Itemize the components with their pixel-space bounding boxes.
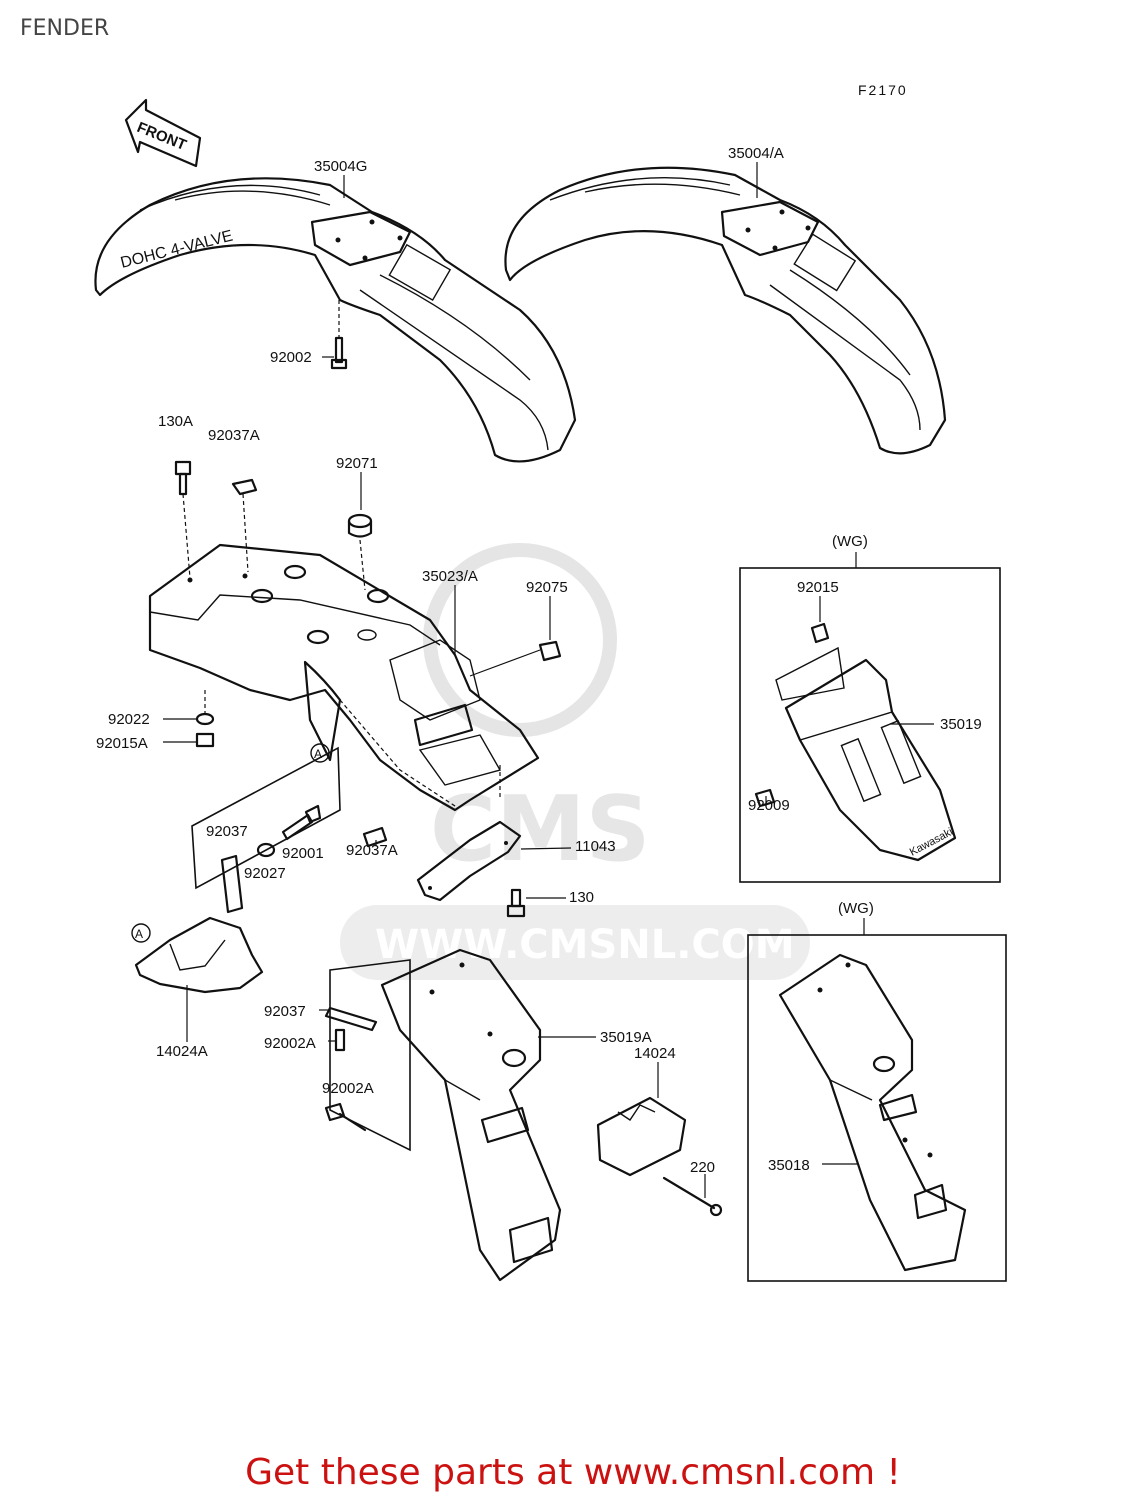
label-14024a: 14024A [156,1043,208,1060]
bolt-92002a-upper [334,1028,346,1052]
part-labels: 35004G 35004/A 92002 130A 92037A 92071 3… [96,145,982,1176]
label-14024: 14024 [634,1045,676,1062]
label-92022: 92022 [108,711,150,728]
marker-a-top: A [310,743,330,763]
label-92002a-upper: 92002A [264,1035,316,1052]
label-130a: 130A [158,413,193,430]
footer-link[interactable]: Get these parts at www.cmsnl.com ! [245,1452,901,1493]
watermark-banner [340,905,810,980]
page-title: FENDER [20,16,110,41]
collar-92027 [256,842,276,858]
collar-92037a-lower [362,826,388,848]
nut-92037a [231,478,258,573]
grommet-92071 [347,513,373,591]
label-130: 130 [569,889,594,906]
label-11043: 11043 [575,838,616,855]
bolt-92001 [281,804,322,841]
washer-92022 [195,690,215,726]
watermark: CMS WWW.CMSNL.COM [340,543,810,980]
label-35004a: 35004/A [728,145,784,162]
variant-box-wg-2: (WG) [747,900,1007,1282]
front-arrow-label: FRONT [135,119,189,154]
label-92037-lower: 92037 [264,1003,306,1020]
label-92001: 92001 [282,845,324,862]
label-92037a-lower: 92037A [346,842,398,859]
front-arrow-icon: FRONT [124,98,202,168]
bolt-220 [662,1176,723,1217]
cover-14024a: A [131,916,264,994]
label-92037-left: 92037 [206,823,248,840]
label-35018: 35018 [768,1157,810,1174]
nut-92015a [195,732,215,748]
watermark-text: WWW.CMSNL.COM [375,922,795,968]
bracket-11043 [416,820,522,902]
label-35023a: 35023/A [422,568,478,585]
svg-text:A: A [314,747,322,761]
label-92015: 92015 [797,579,839,596]
label-35019a: 35019A [600,1029,652,1046]
label-220: 220 [690,1159,715,1176]
bolt-130 [506,888,526,918]
label-92027: 92027 [244,865,286,882]
rear-flap-35019a [380,948,562,1282]
label-35019: 35019 [940,716,982,733]
nut-92075 [469,640,562,677]
variant-box-wg-1: (WG) Kawasaki [739,533,1001,883]
label-35004g: 35004G [314,158,367,175]
label-92015a: 92015A [96,735,148,752]
label-92075: 92075 [526,579,568,596]
svg-text:A: A [135,927,143,941]
bolt-92002 [330,300,348,370]
leader-lines [163,162,934,1198]
variant-label-2: (WG) [838,900,874,917]
bolt-130a [174,460,192,579]
front-fender-35004a [504,166,947,455]
label-92002a-lower: 92002A [322,1080,374,1097]
watermark-logo: CMS [430,777,650,882]
label-92002: 92002 [270,349,312,366]
figure-code: F2170 [858,82,908,98]
rear-fender-35023a [148,543,540,812]
variant-label-1: (WG) [832,533,868,550]
rubber-block-14024 [596,1096,687,1177]
label-92009: 92009 [748,797,790,814]
plate-92037-lower [324,959,411,1152]
label-92037a-top: 92037A [208,427,260,444]
front-fender-decal: DOHC 4-VALVE [119,228,235,272]
plate-92037-left [191,746,341,914]
bolt-92002a-lower [324,1102,367,1132]
label-92071: 92071 [336,455,378,472]
